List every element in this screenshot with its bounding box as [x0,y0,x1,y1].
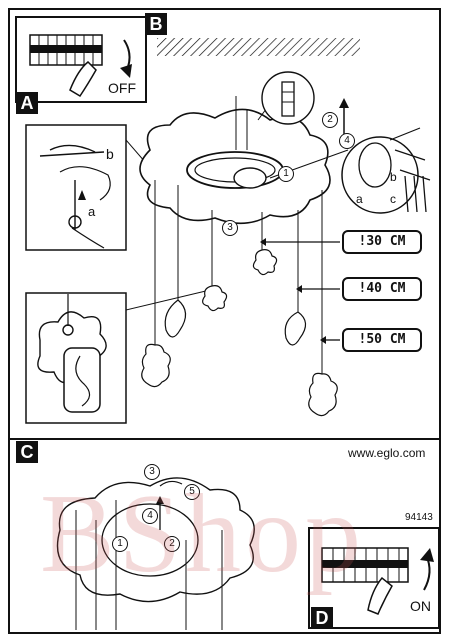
distance-label-30: !30 CM [342,230,422,254]
off-label: OFF [108,80,136,96]
product-code: 94143 [405,512,433,523]
flower-ornament [253,250,276,275]
leaf-ornament [165,300,185,337]
website-label: www.eglo.com [348,446,425,460]
step-marker-4: 4 [339,133,355,149]
lamp-bulb [234,168,266,188]
monkey-ornament [142,344,171,386]
flower-ornament [203,286,227,311]
screw-detail [258,72,314,124]
watermark: BShop [40,478,365,590]
section-label-a: A [16,92,38,114]
detail-letter-a-right: a [356,192,363,206]
leaf-ornament [285,312,305,345]
detail-letter-a-left: a [88,204,95,219]
step-marker-2: 2 [322,112,338,128]
detail-letter-c-right: c [390,192,396,206]
step-marker-3: 3 [222,220,238,236]
detail-letter-b-left: b [106,146,114,162]
section-label-d: D [311,607,333,629]
section-label-b: B [145,13,167,35]
step-marker-1: 1 [278,166,294,182]
section-label-c: C [16,441,38,463]
on-label: ON [410,598,431,614]
detail-letter-b-right: b [390,170,397,184]
hook-detail-inset [26,125,152,250]
distance-label-40: !40 CM [342,277,422,301]
monkey-ornament [309,373,338,415]
distance-label-50: !50 CM [342,328,422,352]
ceiling-hatch [157,38,360,56]
